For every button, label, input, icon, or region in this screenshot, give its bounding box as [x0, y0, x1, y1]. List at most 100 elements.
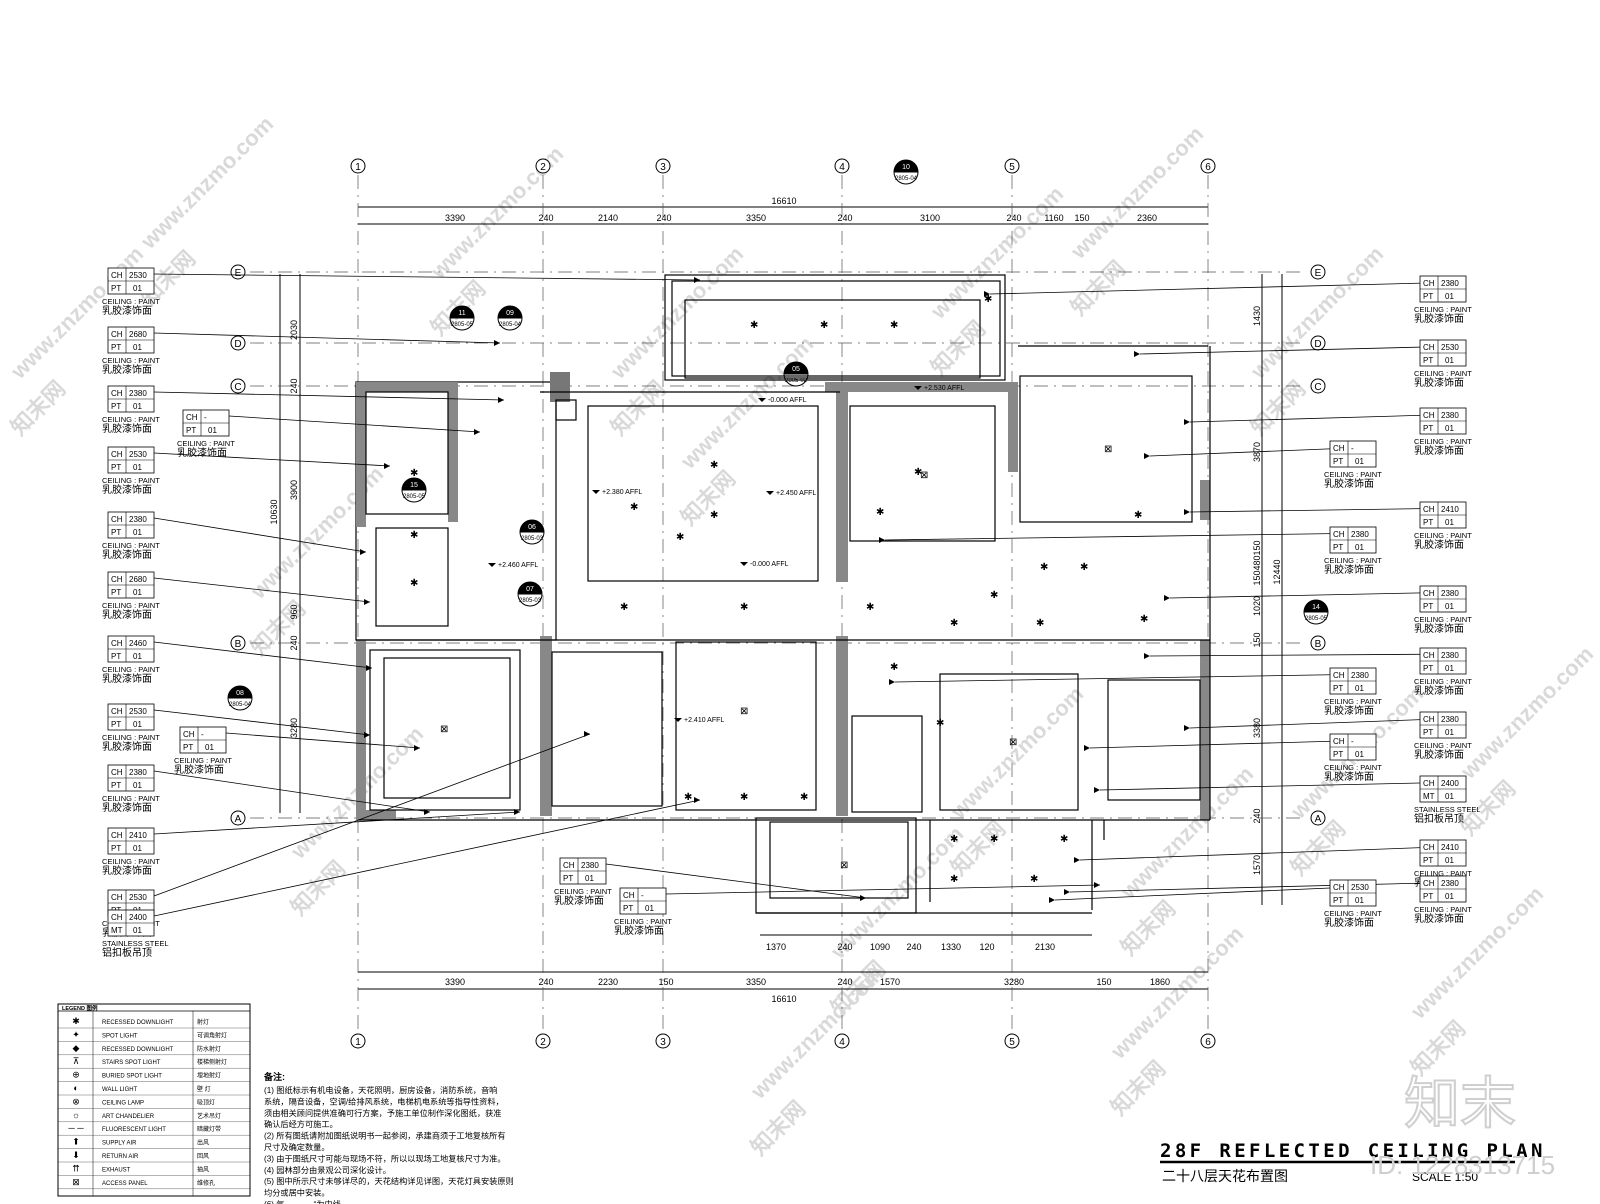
grid-row-bubble — [1310, 810, 1326, 826]
legend-label-en: STAIRS SPOT LIGHT — [102, 1060, 161, 1066]
grid-row-label: B — [235, 639, 242, 650]
tag-ch-label: CH — [111, 271, 123, 280]
tag-material-en: CEILING : PAINT — [1324, 556, 1382, 565]
tag-code: PT — [111, 284, 121, 293]
tag-ch-label: CH — [111, 515, 123, 524]
tag-leader-line — [884, 532, 1377, 541]
tag-material-en: STAINLESS STEEL — [102, 939, 169, 948]
dim-total-top: 16610 — [771, 196, 796, 206]
tag-arrow-icon — [514, 809, 520, 815]
legend-label-cn: 射灯 — [197, 1018, 209, 1026]
dim-left: 2030 — [289, 320, 299, 340]
grid-column-bubble — [350, 1033, 366, 1049]
legend-label-en: RECESSED DOWNLIGHT — [102, 1020, 174, 1026]
dim-right: 150 — [1252, 570, 1262, 585]
tag-leader-line — [228, 415, 481, 433]
tag-code: PT — [111, 844, 121, 853]
tag-leader-line — [153, 332, 501, 344]
level-arrow-icon — [740, 562, 748, 566]
svg-text:✱: ✱ — [914, 467, 922, 478]
tag-material-cn: 乳胶漆饰面 — [102, 548, 152, 561]
tag-leader-line — [153, 577, 371, 603]
svg-text:⊠: ⊠ — [440, 724, 448, 735]
grid-column-label: 2 — [540, 162, 546, 173]
tag-material-en: CEILING : PAINT — [102, 415, 160, 424]
title-block: 28F REFLECTED CEILING PLAN 二十八层天花布置图 SCA… — [1160, 1140, 1542, 1184]
tag-material-en: CEILING : PAINT — [1414, 615, 1472, 624]
tag-material-en: CEILING : PAINT — [102, 794, 160, 803]
tag-leader-line — [1139, 345, 1467, 355]
tag-code: PT — [111, 463, 121, 472]
tag-arrow-icon — [1144, 653, 1150, 659]
tag-ch-value: - — [201, 730, 204, 739]
tag-material-en: CEILING : PAINT — [102, 857, 160, 866]
grid-column-label: 6 — [1205, 1037, 1211, 1048]
access-panel-icon: ⊠ — [72, 1177, 80, 1187]
tag-ch-value: - — [1351, 737, 1354, 746]
dim-bottom: 1860 — [1150, 977, 1170, 987]
dim-right: 1570 — [1252, 855, 1262, 875]
tag-material-en: CEILING : PAINT — [177, 439, 235, 448]
note-line: (1) 图纸标示有机电设备，天花照明，厨房设备，消防系统，音响 — [264, 1085, 497, 1095]
tag-leader-line — [1099, 781, 1467, 791]
legend-label-en: FLUORESCENT LIGHT — [102, 1127, 166, 1133]
grid-column-bubble — [655, 1033, 671, 1049]
svg-text:✱: ✱ — [410, 468, 418, 479]
tag-ch-value: 2380 — [1441, 589, 1459, 598]
dim-bottom: 1570 — [880, 977, 900, 987]
tag-ch-value: 2380 — [129, 389, 147, 398]
svg-text:✱: ✱ — [950, 834, 958, 845]
tag-code: PT — [1423, 292, 1433, 301]
grid-row-bubble — [230, 810, 246, 826]
tag-material-cn: 乳胶漆饰面 — [177, 446, 227, 459]
svg-text:✱: ✱ — [750, 320, 758, 331]
recessed-downlight-icon: ✱ — [72, 1016, 80, 1026]
dim-right: 150 — [1252, 540, 1262, 555]
tag-material-cn: 乳胶漆饰面 — [1324, 477, 1374, 490]
level-arrow-icon — [766, 491, 774, 495]
tag-material-cn: 乳胶漆饰面 — [174, 763, 224, 776]
svg-text:✱: ✱ — [1140, 614, 1148, 625]
tag-leader-line — [153, 770, 431, 813]
tag-number: 01 — [1445, 518, 1454, 527]
level-arrow-icon — [758, 398, 766, 402]
tag-material-cn: 乳胶漆饰面 — [102, 740, 152, 753]
legend-label-en: RETURN AIR — [102, 1154, 139, 1160]
legend-label-cn: 暗藏灯带 — [197, 1125, 221, 1133]
tag-ch-label: CH — [1423, 589, 1435, 598]
tag-ch-label: CH — [111, 707, 123, 716]
light-fixtures: ✱✱✱✱ ✱✱✱✱ ✱✱✱ ✱✱✱ ✱✱✱✱ ✱✱✱ ✱✱✱ ✱✱✱✱✱ ✱✱✱… — [410, 294, 1148, 885]
tag-ch-label: CH — [1423, 879, 1435, 888]
tag-ch-value: 2530 — [129, 893, 147, 902]
svg-text:✱: ✱ — [990, 834, 998, 845]
tag-ch-label: CH — [111, 893, 123, 902]
tag-arrow-icon — [424, 809, 430, 815]
tag-material-cn: 乳胶漆饰面 — [102, 608, 152, 621]
tag-material-cn: 乳胶漆饰面 — [1414, 912, 1464, 925]
tag-ch-label: CH — [111, 330, 123, 339]
svg-text:✱: ✱ — [1080, 562, 1088, 573]
dim-top: 2360 — [1137, 213, 1157, 223]
section-number: 09 — [506, 310, 514, 317]
level-arrow-icon — [592, 490, 600, 494]
tag-material-en: CEILING : PAINT — [102, 476, 160, 485]
tag-material-cn: 乳胶漆饰面 — [1414, 748, 1464, 761]
supply-air-icon: ⬆ — [72, 1137, 80, 1147]
note-line: 均分或居中安装。 — [264, 1188, 330, 1198]
tag-arrow-icon — [694, 797, 700, 803]
tag-material-en: CEILING : PAINT — [102, 665, 160, 674]
note-line: (2) 所有图纸请附加图纸说明书一起参阅，承建商须于工地复核所有 — [264, 1131, 506, 1141]
watermark-logo: 知末 — [1404, 1072, 1516, 1135]
tag-code: PT — [1423, 856, 1433, 865]
tag-number: 01 — [133, 402, 142, 411]
svg-text:✱: ✱ — [890, 662, 898, 673]
svg-text:⊠: ⊠ — [840, 860, 848, 871]
tag-leader-line — [1149, 653, 1467, 657]
section-marker-icon — [402, 478, 426, 490]
